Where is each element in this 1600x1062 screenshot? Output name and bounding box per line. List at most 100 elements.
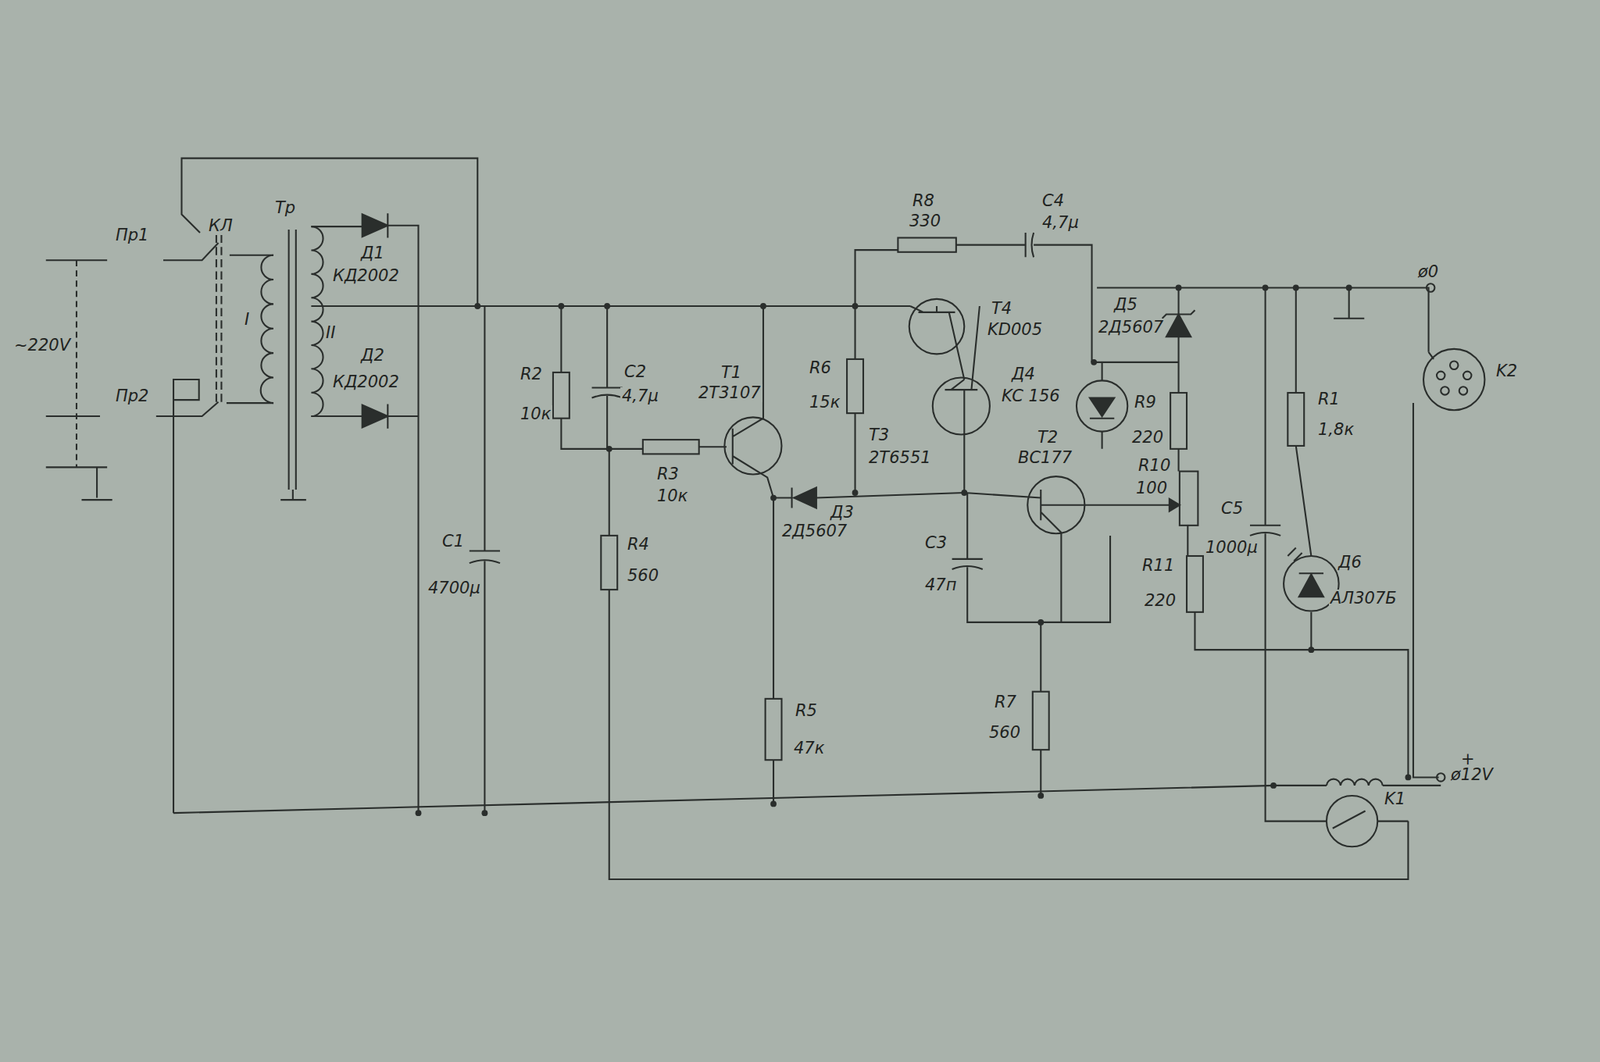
junction-dots (1270, 782, 1277, 790)
component-label: 47п (923, 576, 958, 595)
wires (1186, 556, 1204, 613)
component-label: 4,7μ (1040, 214, 1081, 233)
component-label: K1 (1382, 790, 1408, 809)
component-label: R9 (1132, 393, 1158, 412)
wires (173, 785, 1441, 814)
junction-dots (481, 810, 488, 817)
component-label: 10к (518, 405, 553, 424)
wires (560, 306, 727, 450)
junction-dots (1292, 285, 1300, 292)
wires (1179, 471, 1199, 526)
component-label: KC 156 (1000, 387, 1062, 406)
component-label: 1000μ (1203, 539, 1260, 558)
component-label: 4700μ (426, 579, 483, 598)
junction-dots (852, 303, 859, 310)
wires (944, 306, 979, 493)
component-label: R8 (910, 192, 936, 211)
component-label: Д1 (359, 244, 386, 263)
wires (553, 372, 570, 419)
wires (181, 158, 478, 307)
wires (260, 255, 274, 404)
wires (1426, 283, 1435, 292)
wires (609, 449, 1409, 880)
wires (1250, 287, 1327, 822)
component-label: C3 (923, 534, 949, 553)
component-label: 2Д5607 (1096, 318, 1165, 337)
junction-dots (1175, 285, 1183, 292)
wires (765, 699, 783, 761)
junction-dots (415, 285, 1412, 817)
wires (897, 237, 956, 252)
component-label: C1 (440, 532, 466, 551)
wires (910, 306, 965, 380)
junction-dots (852, 489, 859, 497)
wires (600, 535, 618, 590)
wires (846, 359, 864, 414)
wires (952, 492, 1111, 797)
component-label: 220 (1130, 428, 1165, 447)
wires (46, 242, 219, 468)
component-label: 560 (625, 567, 661, 586)
junction-dots (1037, 792, 1044, 800)
component-label: T3 (867, 426, 891, 445)
wires (310, 225, 418, 814)
wires (216, 235, 222, 407)
component-label: R10 (1136, 457, 1172, 475)
junction-dots (1262, 285, 1269, 292)
wires (1440, 386, 1449, 395)
component-label: ø12V (1449, 766, 1495, 785)
wires (855, 232, 1093, 363)
component-label: R1 (1316, 390, 1342, 409)
component-label: 330 (907, 212, 943, 231)
wires (1096, 287, 1429, 352)
component-label: 560 (987, 724, 1022, 743)
wires (173, 379, 200, 814)
component-label: Д5 (1112, 296, 1140, 315)
component-label: Пр2 (114, 387, 150, 406)
wires (932, 377, 990, 435)
wires (75, 260, 78, 468)
wires (469, 306, 500, 814)
wires (1436, 773, 1445, 782)
component-label: 100 (1134, 479, 1169, 498)
wires (1166, 314, 1191, 337)
component-label: 220 (1142, 592, 1178, 611)
component-label: КД2002 (331, 267, 401, 286)
junction-dots (770, 495, 777, 502)
junction-dots (603, 303, 611, 310)
wires (1169, 499, 1180, 512)
wires (964, 489, 1087, 623)
junction-dots (770, 800, 777, 808)
wires (46, 158, 1486, 880)
wires (853, 306, 856, 493)
component-label: II (324, 324, 337, 343)
wires (642, 439, 700, 454)
junction-dots (474, 303, 481, 310)
junction-dots (1090, 359, 1097, 366)
wires (792, 487, 817, 508)
component-label: Д4 (1010, 365, 1037, 384)
component-label: R7 (992, 693, 1018, 712)
component-label: 1,8к (1316, 421, 1356, 440)
wires (1463, 371, 1472, 380)
component-label: BC177 (1016, 449, 1074, 468)
component-label: R11 (1140, 557, 1176, 575)
wires (1436, 371, 1445, 380)
junction-dots (557, 303, 565, 310)
component-label: R5 (793, 702, 819, 721)
wires (1178, 287, 1409, 778)
component-label: КД2002 (331, 373, 401, 392)
junction-dots (1037, 619, 1044, 626)
component-label: 2T3107 (696, 384, 763, 403)
wires (1076, 380, 1128, 432)
wires (1089, 398, 1115, 419)
component-label: R4 (625, 535, 651, 554)
wires (1333, 287, 1365, 318)
junction-dots (1307, 646, 1315, 654)
wires (1326, 796, 1378, 847)
junction-dots (1346, 285, 1353, 292)
component-label: 10к (655, 487, 690, 506)
component-label: 4,7μ (620, 387, 661, 406)
component-label: 2Д5607 (780, 522, 849, 541)
wires (280, 229, 307, 500)
